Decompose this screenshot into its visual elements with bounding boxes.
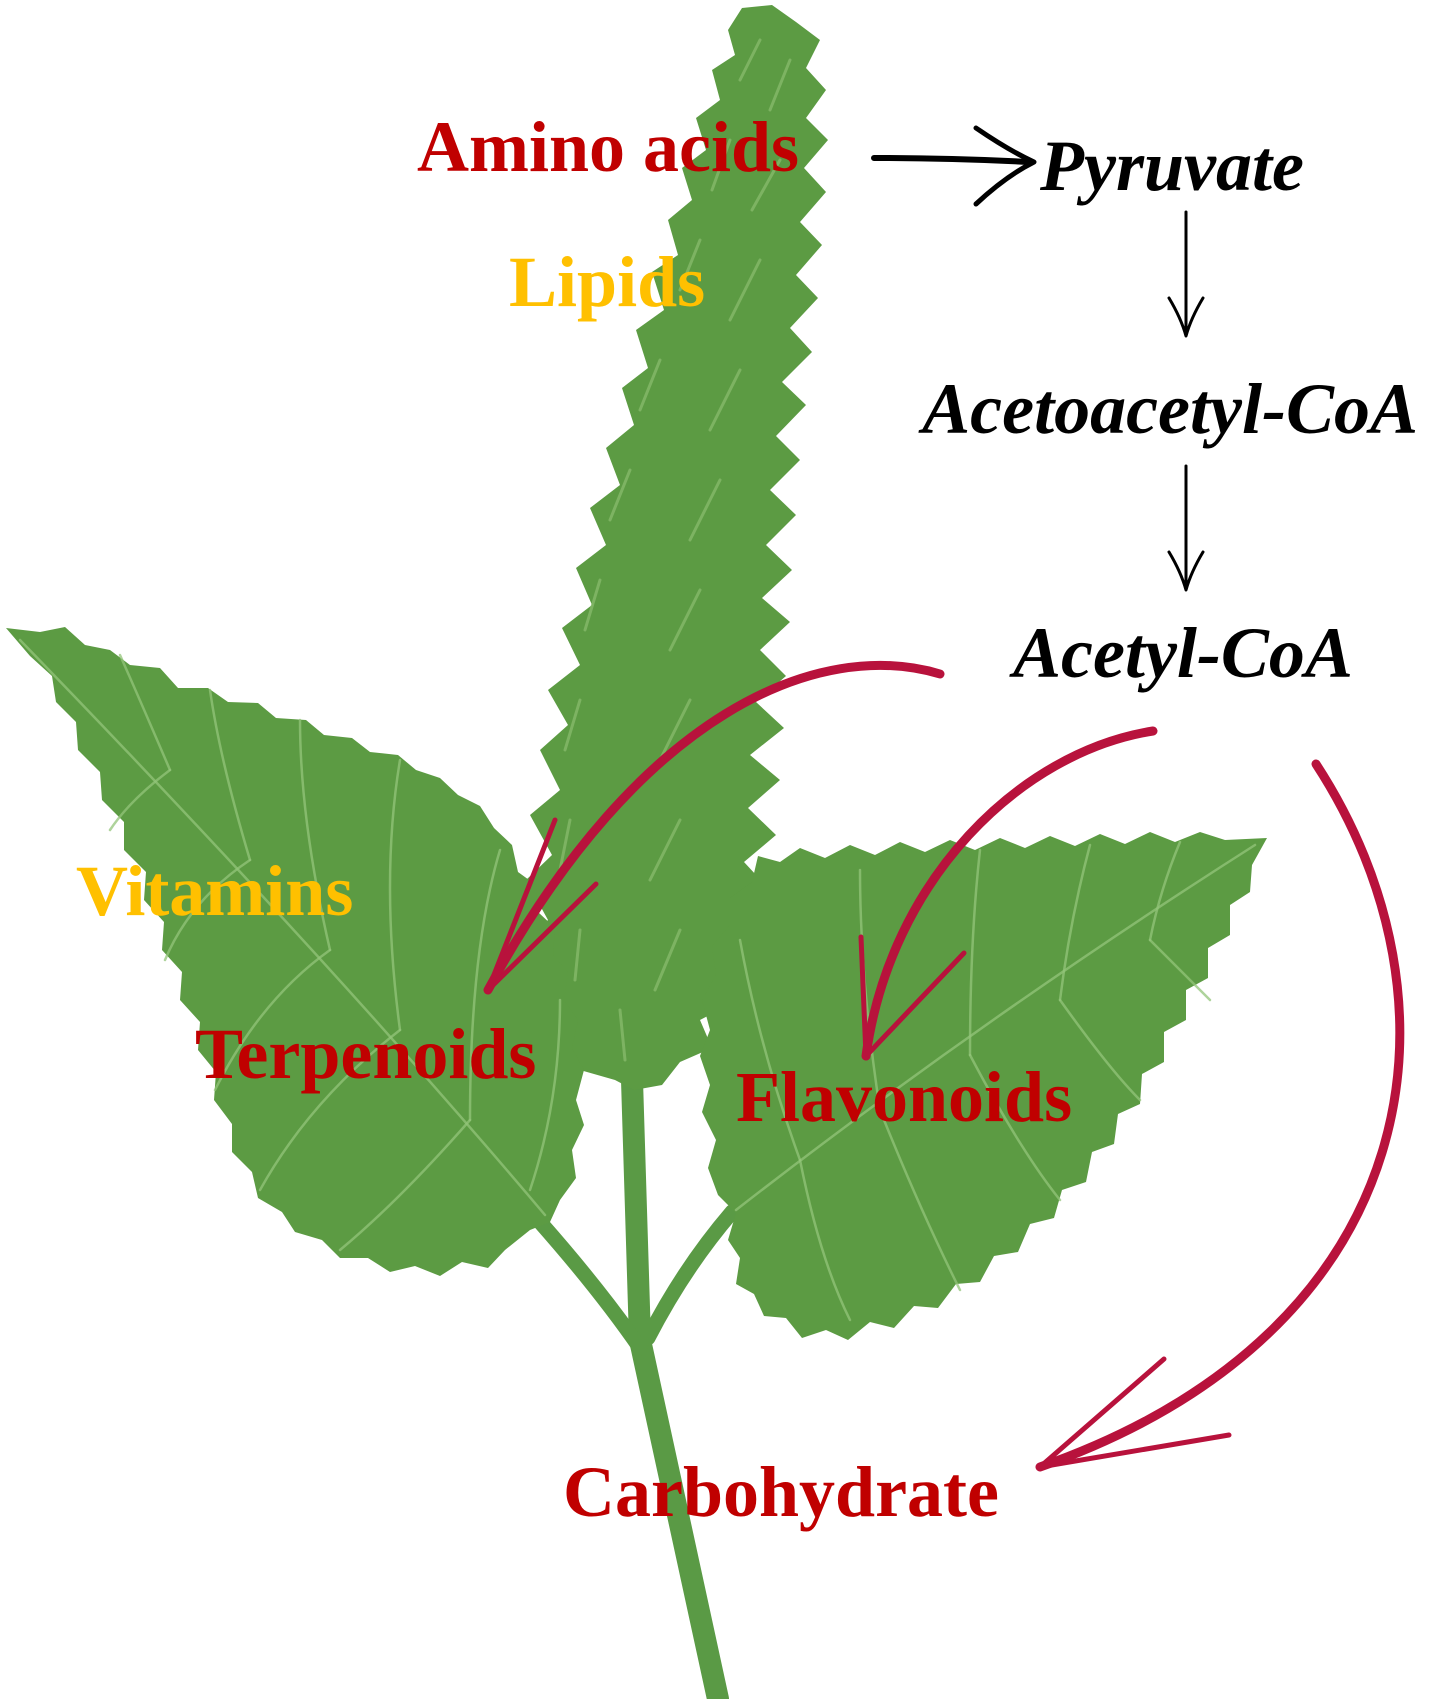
left-petiole [532,1214,648,1356]
right-leaf-shape [700,832,1267,1340]
right-leaf-vein [1058,843,1092,1002]
floret-mark [563,698,692,762]
right-leaf-vein [738,938,802,1162]
floret-mark [583,578,702,652]
right-leaf-veins [734,840,1257,1322]
right-leaf-vein [798,1158,852,1322]
left-leaf-vein [208,688,252,862]
floret-mark [608,468,722,542]
terpenoids-label: Terpenoids [195,1014,536,1094]
left-leaf-vein [108,768,172,832]
pathway-arrows [871,125,1205,592]
main-stem [621,1069,729,1699]
right-leaf-vein [1148,840,1182,942]
left-leaf-vein [338,1118,472,1252]
arrow-acetyl-coa-to-carbohydrate [1035,759,1405,1472]
left-leaf-vein [298,718,332,952]
arrow-pyruvate-to-acetoacetyl-coa [1167,210,1205,338]
metabolite-labels: Amino acids Lipids Vitamins Terpenoids F… [76,107,1072,1532]
arrow-head [858,934,967,1059]
right-leaf-vein [1058,998,1142,1102]
left-leaf-shape [6,627,584,1276]
arrow-head [1167,296,1205,338]
right-leaf-vein [878,1108,962,1292]
right-leaf-vein [1148,938,1212,1002]
flower-spike-florets [558,38,792,1062]
floret-mark [710,138,782,212]
acetoacetyl-coa-label: Acetoacetyl-CoA [918,369,1418,449]
arrow-shaft [483,660,945,995]
floret-mark [638,358,742,432]
left-leaf [6,627,584,1276]
right-leaf-vein [968,848,982,1057]
flavonoids-label: Flavonoids [736,1057,1072,1137]
right-leaf [700,832,1267,1340]
arrow-head [1167,550,1205,592]
arrow-acetyl-coa-to-flavonoids [858,726,1158,1061]
left-leaf-vein [163,858,252,962]
floret-mark [618,1008,627,1062]
arrow-amino-acids-to-pyruvate [871,125,1037,207]
flower-spike [522,5,828,1090]
pyruvate-label: Pyruvate [1039,126,1304,206]
left-leaf-vein [213,948,332,1092]
arrow-acetoacetyl-coa-to-acetyl-coa [1167,464,1205,592]
floret-mark [558,818,682,882]
arrow-shaft [1035,759,1405,1472]
pathway-labels: Pyruvate Acetoacetyl-CoA Acetyl-CoA [918,126,1418,693]
floret-mark [573,928,682,992]
arrow-head [485,817,599,993]
acetyl-coa-label: Acetyl-CoA [1009,613,1353,693]
left-leaf-midrib [18,638,547,1217]
left-leaf-vein [528,998,562,1192]
carbohydrate-label: Carbohydrate [563,1452,999,1532]
left-leaf-vein [468,848,502,1122]
arrow-shaft [871,155,1033,165]
plant-illustration [6,5,1267,1699]
right-leaf-midrib [734,843,1257,1212]
left-leaf-veins [18,638,562,1252]
amino-acids-label: Amino acids [417,107,799,187]
arrow-head [1037,1356,1232,1470]
left-leaf-vein [118,653,172,772]
vitamins-label: Vitamins [76,851,353,931]
arrow-head [973,125,1037,207]
plant-stem [532,1069,740,1699]
left-leaf-vein [258,1028,402,1192]
floret-mark [738,38,792,112]
arrow-acetyl-coa-to-terpenoids [483,660,945,995]
arrow-shaft [861,726,1158,1061]
lipids-label: Lipids [509,242,705,322]
red-curved-arrows [483,660,1405,1472]
right-leaf-vein [968,1053,1062,1202]
right-petiole [640,1204,740,1346]
floret-mark [678,238,762,322]
left-leaf-vein [388,758,402,1032]
